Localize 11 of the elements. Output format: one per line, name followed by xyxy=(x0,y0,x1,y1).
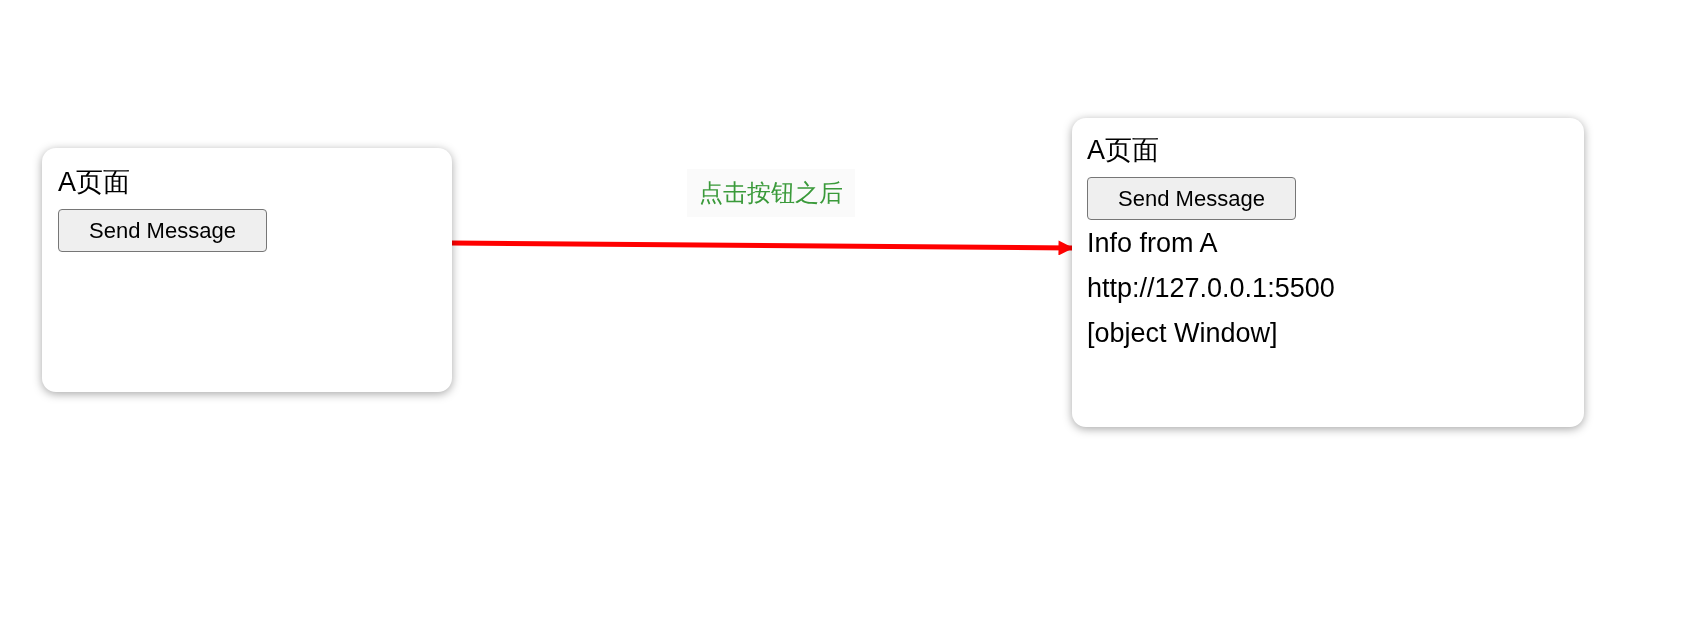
output-text: http://127.0.0.1:5500 xyxy=(1087,272,1335,304)
page-card xyxy=(42,148,452,392)
send-button: Send Message xyxy=(1087,177,1296,220)
send-button: Send Message xyxy=(58,209,267,252)
arrow xyxy=(452,240,1074,256)
output-text: [object Window] xyxy=(1087,317,1278,349)
edge-label: 点击按钮之后 xyxy=(687,168,855,217)
output-text: Info from A xyxy=(1087,227,1218,259)
page-title: A页面 xyxy=(58,166,130,198)
page-card xyxy=(1072,118,1584,427)
page-title: A页面 xyxy=(1087,134,1159,166)
